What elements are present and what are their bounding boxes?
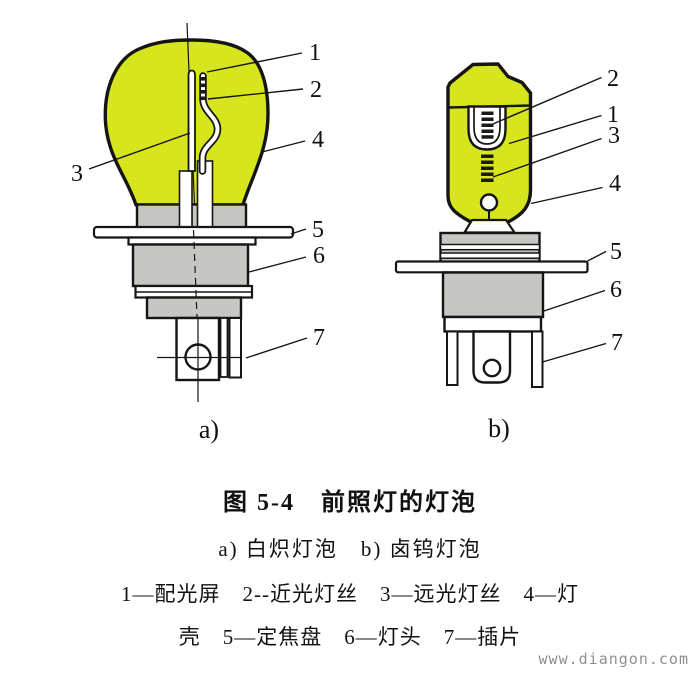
coil-segment [481, 129, 494, 133]
headlamp-bulbs-diagram: 1 2 3 4 5 6 7 a) [71, 22, 623, 444]
bulb-b-glass-bead [479, 193, 499, 212]
callout-line-4b [530, 186, 603, 205]
bulb-a-filament-wire-inner [200, 74, 220, 173]
bulb-a-filament-support-wire [187, 69, 196, 172]
callout-line-6a [248, 256, 307, 273]
figure-subtitle: a) 白炽灯泡 b) 卤钨灯泡 [218, 537, 482, 561]
coil-segment [481, 117, 494, 121]
callout-number-7a: 7 [313, 325, 325, 351]
callout-number-3a: 3 [71, 161, 83, 187]
callout-number-7b: 7 [611, 330, 623, 356]
callout-number-4a: 4 [312, 127, 324, 153]
coil-segment [481, 135, 494, 139]
coil-segment [481, 111, 494, 115]
bulb-b-tab-hole [482, 358, 502, 378]
bulb-b-base-main-block [441, 271, 545, 319]
bulb-b-base-ring [443, 315, 543, 333]
coil-segment [481, 154, 494, 158]
callout-line-7b [542, 342, 607, 363]
bulb-a-base-upper-block [131, 243, 250, 288]
bulb-b-pinch-seal [463, 218, 516, 234]
callout-number-6b: 6 [610, 277, 622, 303]
coil-segment [481, 123, 494, 127]
watermark-text: www.diangon.com [538, 650, 689, 668]
callout-number-1a: 1 [309, 40, 321, 66]
callout-line-4a [261, 140, 306, 153]
callout-line-7a [245, 337, 308, 359]
coil-segment [200, 90, 205, 94]
coil-segment [200, 83, 205, 88]
callout-number-1b: 1 [607, 102, 619, 128]
coil-segment [481, 178, 494, 182]
sublabel-b: b) [488, 414, 510, 443]
bulb-b-side-pin-left [446, 330, 459, 386]
bulb-a-glass-envelope [103, 38, 270, 207]
callout-number-3b: 3 [608, 123, 620, 149]
callout-number-5a: 5 [312, 217, 324, 243]
bulb-a-filament-coil [200, 77, 205, 101]
callout-line-2b [492, 76, 602, 125]
callout-number-2a: 2 [310, 77, 322, 103]
coil-segment [481, 172, 494, 176]
callout-number-5b: 5 [610, 239, 622, 265]
bulb-a-side-pin-outer [228, 317, 242, 379]
sublabel-a: a) [199, 415, 219, 444]
bulb-b-high-beam-coil [481, 154, 494, 182]
bulb-a-side-pin-inner [219, 317, 229, 378]
coil-segment [481, 160, 494, 164]
bulb-b-low-beam-coil [481, 111, 494, 139]
incandescent-bulb-a: 1 2 3 4 5 6 7 a) [71, 22, 325, 444]
callout-line-5a [290, 228, 307, 235]
coil-segment [481, 166, 494, 170]
halogen-bulb-b: 2 1 3 4 5 6 7 b) [394, 62, 623, 443]
bulb-b-shield-cup-outer [467, 105, 507, 151]
coil-segment [200, 77, 205, 81]
coil-segment [200, 96, 205, 101]
callout-number-6a: 6 [313, 243, 325, 269]
figure-legend-line1: 1—配光屏 2--近光灯丝 3—远光灯丝 4—灯 [121, 582, 579, 606]
bulb-b-shield-cup-inner [473, 106, 501, 145]
bulb-a-base-lower-block [145, 296, 243, 320]
callout-number-4b: 4 [609, 171, 621, 197]
figure-legend-line2: 壳 5—定焦盘 6—灯头 7—插片 [178, 625, 522, 649]
callout-line-3b [492, 137, 602, 178]
bulb-b-base-stripe-upper [439, 243, 541, 251]
bulb-b-side-pin-right [531, 330, 544, 388]
bulb-a-seal-stem-left [178, 170, 193, 228]
bulb-a-centerline-dashed [192, 229, 198, 318]
callout-line-1a [206, 52, 303, 73]
figure-title: 图 5-4 前照灯的灯泡 [223, 490, 477, 516]
callout-line-1b [508, 114, 602, 145]
figure-caption: 图 5-4 前照灯的灯泡 a) 白炽灯泡 b) 卤钨灯泡 1—配光屏 2--近光… [0, 482, 700, 651]
callout-number-2b: 2 [607, 66, 619, 92]
bulb-b-base-stripe-lower [439, 252, 541, 259]
callout-line-3a [88, 132, 191, 170]
callout-line-6b [542, 289, 606, 313]
callout-line-5b [587, 250, 607, 262]
bulb-b-focus-flange [394, 260, 589, 274]
callout-line-2a [207, 88, 304, 100]
